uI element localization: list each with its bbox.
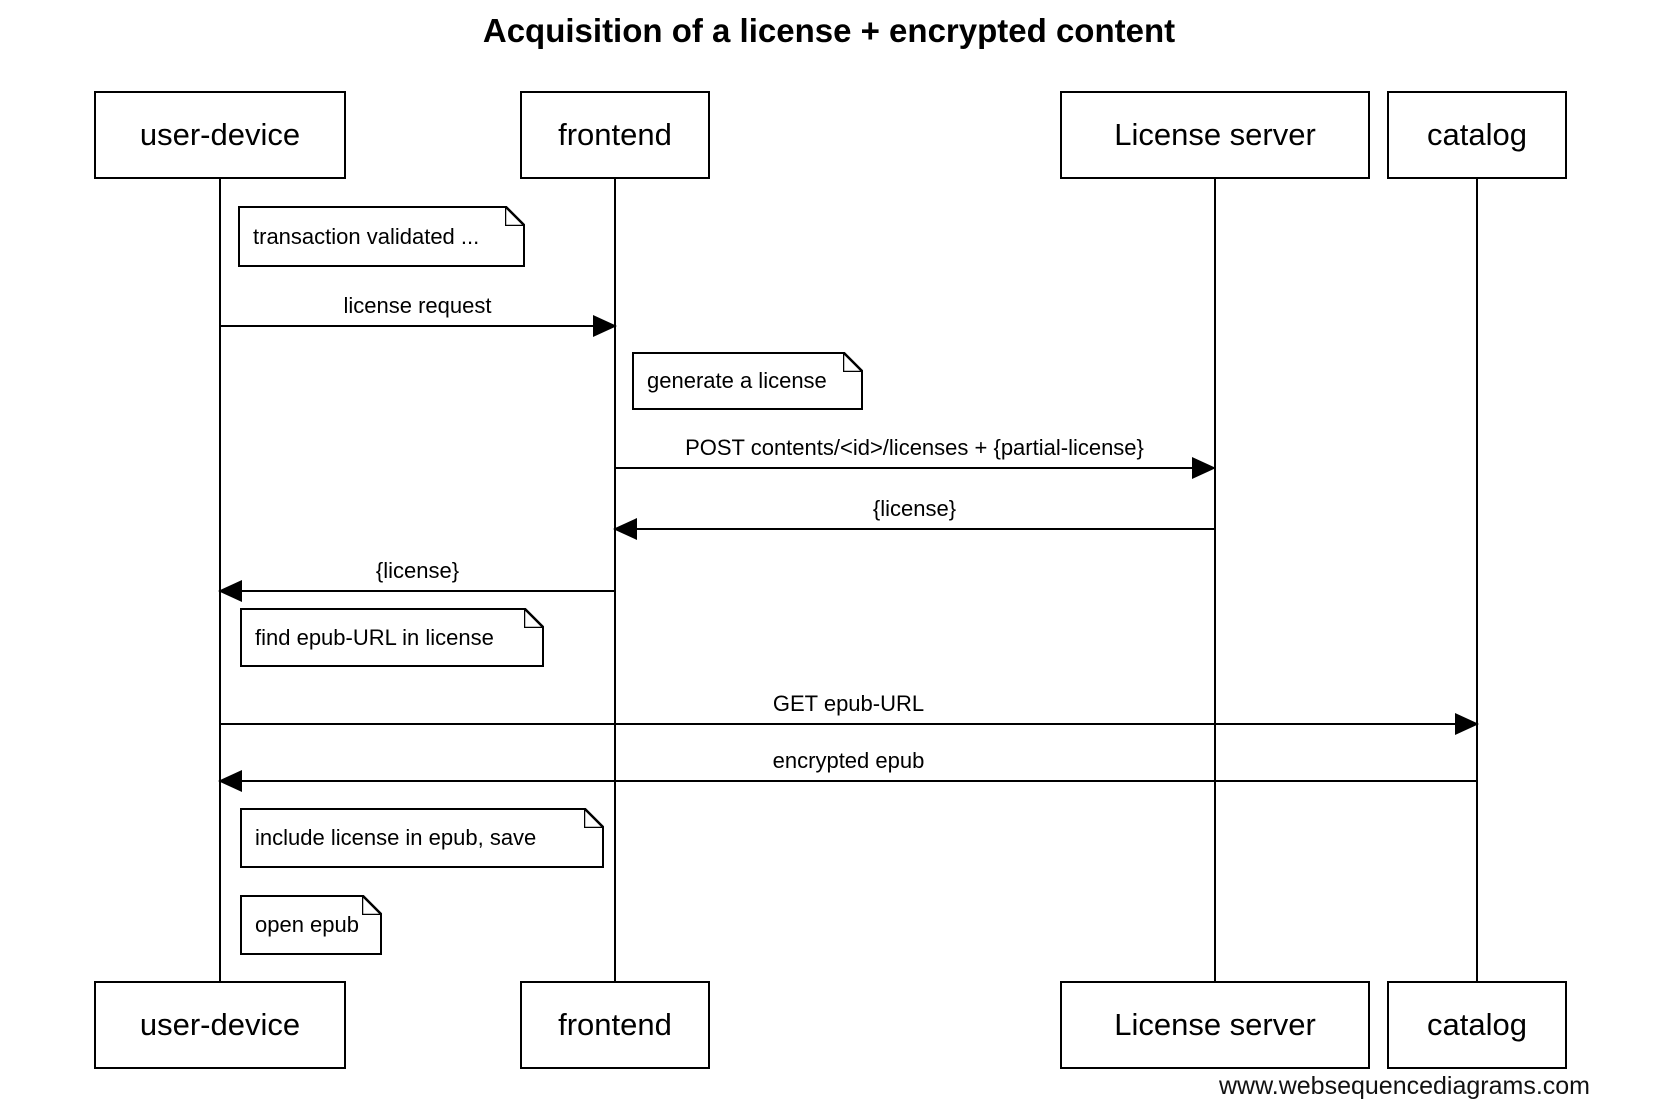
message-label: GET epub-URL bbox=[772, 691, 925, 716]
participant-bottom-catalog: catalog bbox=[1387, 981, 1567, 1069]
arrowhead-right-icon bbox=[593, 315, 617, 337]
note-transaction-validated: transaction validated ... bbox=[238, 206, 525, 267]
participant-top-catalog: catalog bbox=[1387, 91, 1567, 179]
note-text: transaction validated ... bbox=[253, 223, 480, 249]
message-line bbox=[220, 590, 615, 592]
arrowhead-left-icon bbox=[613, 518, 637, 540]
participant-label: License server bbox=[1114, 117, 1316, 152]
participant-label: user-device bbox=[139, 1007, 301, 1042]
note-text: find epub-URL in license bbox=[255, 624, 494, 650]
note-open-epub: open epub bbox=[240, 895, 382, 955]
arrowhead-left-icon bbox=[218, 770, 242, 792]
note-include-license: include license in epub, save bbox=[240, 808, 604, 868]
participant-label: catalog bbox=[1427, 117, 1527, 152]
note-generate-license: generate a license bbox=[632, 352, 863, 410]
note-fold-icon bbox=[524, 608, 544, 628]
message-line bbox=[615, 528, 1214, 530]
message-line bbox=[615, 467, 1214, 469]
arrowhead-right-icon bbox=[1192, 457, 1216, 479]
participant-top-frontend: frontend bbox=[520, 91, 710, 179]
participant-label: catalog bbox=[1427, 1007, 1527, 1042]
participant-label: user-device bbox=[139, 117, 301, 152]
message-line bbox=[220, 780, 1477, 782]
message-line bbox=[220, 325, 615, 327]
lifeline-frontend bbox=[614, 179, 616, 981]
message-label: POST contents/<id>/licenses + {partial-l… bbox=[685, 435, 1144, 460]
note-text: generate a license bbox=[647, 368, 827, 393]
note-fold-icon bbox=[843, 352, 863, 372]
participant-label: frontend bbox=[558, 117, 672, 152]
participant-bottom-frontend: frontend bbox=[520, 981, 710, 1069]
lifeline-catalog bbox=[1476, 179, 1478, 981]
note-find-epub-url: find epub-URL in license bbox=[240, 608, 544, 667]
participant-label: frontend bbox=[558, 1007, 672, 1042]
arrowhead-right-icon bbox=[1455, 713, 1479, 735]
arrowhead-left-icon bbox=[218, 580, 242, 602]
message-label: {license} bbox=[375, 558, 460, 583]
diagram-title: Acquisition of a license + encrypted con… bbox=[482, 12, 1176, 49]
message-label: license request bbox=[343, 293, 492, 318]
note-fold-icon bbox=[584, 808, 604, 828]
message-line bbox=[220, 723, 1477, 725]
message-label: encrypted epub bbox=[772, 748, 925, 773]
note-fold-icon bbox=[505, 206, 525, 226]
participant-top-user-device: user-device bbox=[94, 91, 346, 179]
participant-label: License server bbox=[1114, 1007, 1316, 1042]
participant-bottom-license-server: License server bbox=[1060, 981, 1370, 1069]
watermark: www.websequencediagrams.com bbox=[1218, 1072, 1590, 1100]
participant-bottom-user-device: user-device bbox=[94, 981, 346, 1069]
lifeline-license-server bbox=[1214, 179, 1216, 981]
note-text: include license in epub, save bbox=[255, 825, 537, 850]
participant-top-license-server: License server bbox=[1060, 91, 1370, 179]
note-text: open epub bbox=[255, 912, 359, 937]
note-fold-icon bbox=[362, 895, 382, 915]
message-label: {license} bbox=[872, 496, 957, 521]
